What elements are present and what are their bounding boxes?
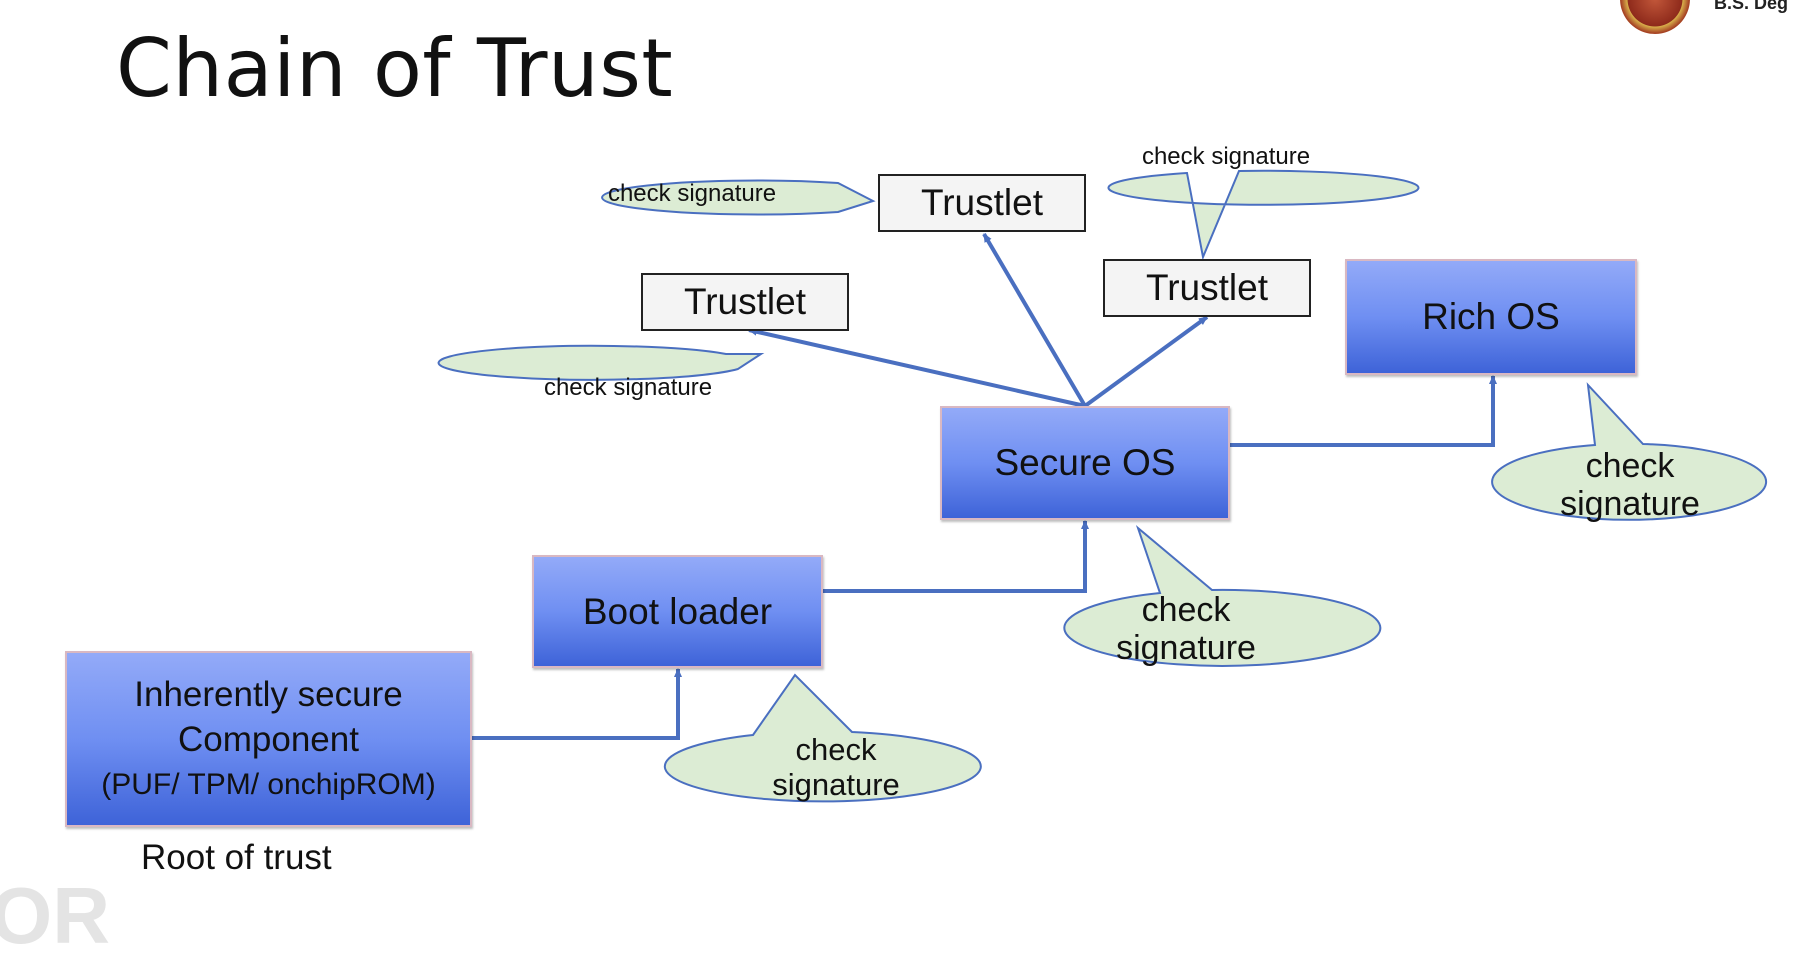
callout-rich-os-text: check signature — [1493, 440, 1767, 530]
arrow-root-to-bootloader — [472, 668, 682, 740]
trustlet-top-box: Trustlet — [878, 174, 1086, 232]
bootloader-box: Boot loader — [532, 555, 823, 668]
callout-trustlet-top — [601, 179, 876, 216]
root-box-line1: Inherently secure — [134, 674, 403, 714]
callout-rich-os-line1: check — [1585, 446, 1675, 485]
callout-rich-os-line2: signature — [1560, 485, 1700, 523]
callout-bootloader-line1: check — [795, 732, 877, 768]
slide-title: Chain of Trust — [116, 22, 674, 115]
arrow-secure-os-to-trustlet-left — [748, 327, 1086, 408]
callout-trustlet-left-text: check signature — [543, 373, 713, 401]
callout-secure-os-text: check signature — [1028, 584, 1344, 674]
root-of-trust-label: Root of trust — [141, 838, 332, 877]
watermark: OR — [0, 871, 110, 960]
callout-bootloader — [663, 673, 982, 803]
arrow-secure-os-to-trustlet-top — [982, 232, 1087, 408]
callout-rich-os — [1491, 382, 1768, 521]
callout-trustlet-left — [437, 344, 765, 381]
diagram-connectors — [437, 169, 1768, 803]
callout-bootloader-text: check signature — [678, 728, 994, 808]
arrow-secure-os-to-rich-os — [1230, 375, 1497, 447]
callout-bootloader-line2: signature — [772, 767, 900, 802]
arrow-bootloader-to-secure-os — [823, 520, 1089, 593]
callout-secure-os-line1: check — [1141, 590, 1231, 629]
rich-os-box: Rich OS — [1345, 259, 1637, 375]
callout-trustlet-right-text: check signature — [1141, 142, 1311, 170]
root-box-line3: (PUF/ TPM/ onchipROM) — [101, 767, 436, 801]
institute-name: B.S. Deg — [1714, 0, 1789, 13]
root-of-trust-box: Inherently secure Component (PUF/ TPM/ o… — [65, 651, 472, 827]
trustlet-left-box: Trustlet — [641, 273, 849, 331]
secure-os-box: Secure OS — [940, 406, 1230, 520]
arrow-secure-os-to-trustlet-right — [1083, 315, 1209, 408]
root-box-line2: Component — [178, 720, 359, 760]
callout-trustlet-right — [1107, 169, 1420, 261]
callout-trustlet-top-text: check signature — [607, 179, 777, 207]
trustlet-right-box: Trustlet — [1103, 259, 1311, 317]
callout-secure-os-line2: signature — [1116, 629, 1256, 667]
callout-secure-os — [1063, 524, 1382, 667]
